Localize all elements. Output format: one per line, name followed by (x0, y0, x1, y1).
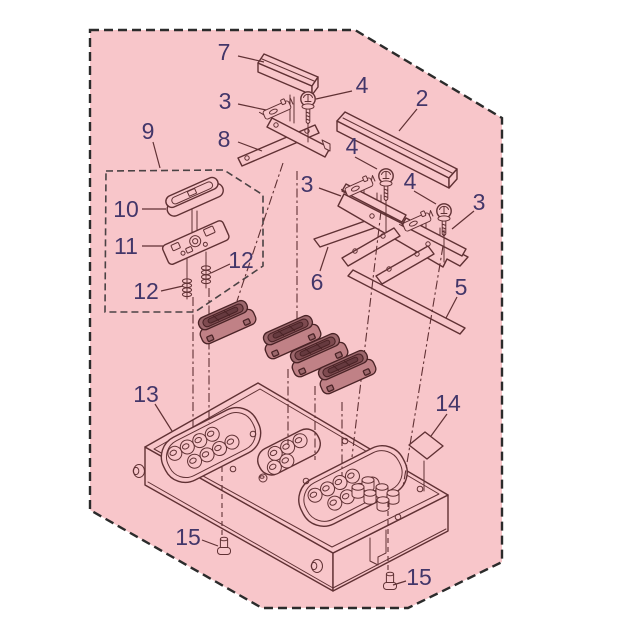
callout-label-5: 5 (455, 274, 468, 300)
callout-label-13: 13 (133, 381, 159, 407)
callout-leader-line (318, 187, 342, 197)
tray-left-knob (132, 464, 145, 478)
callout-leader-line (430, 413, 448, 437)
callout-label-8: 8 (218, 126, 231, 152)
callout-leader-line (152, 141, 161, 169)
callout-leader-line (413, 190, 437, 205)
part-4-screw (436, 203, 452, 263)
callout-leader-line (237, 141, 263, 152)
callout-leader-line (392, 580, 407, 586)
callout-label-4: 4 (346, 133, 359, 159)
group-9-dashed-box (104, 169, 264, 313)
part-4-screw (378, 168, 394, 233)
callout-leader-line (451, 210, 475, 230)
callouts: 7 4 2 3 8 9 4 3 4 3 10 11 12 12 6 5 13 14 15 15 (113, 39, 485, 590)
callout-leader-line (319, 246, 329, 272)
callout-leader-line (398, 108, 418, 132)
part-5-strip (347, 269, 466, 335)
callout-label-12: 12 (133, 278, 159, 304)
callout-leader-line (237, 55, 265, 63)
part-13-base-plate (132, 382, 449, 592)
callout-label-3: 3 (301, 171, 314, 197)
button-well-middle (257, 428, 321, 478)
callout-label-15: 15 (406, 564, 432, 590)
callout-leader-line (354, 156, 378, 170)
callout-label-10: 10 (113, 196, 139, 222)
part-11-holder (161, 220, 230, 265)
tray-front-knob (310, 559, 323, 573)
callout-label-4: 4 (404, 168, 417, 194)
part-10-keytop (165, 176, 224, 217)
part-4-screw (300, 91, 316, 143)
projection-lines (192, 162, 444, 570)
callout-label-15: 15 (175, 524, 201, 550)
callout-label-2: 2 (416, 85, 429, 111)
part-14-sheet (408, 431, 444, 492)
group-9-assembly (161, 176, 230, 300)
callout-leader-line (445, 296, 458, 319)
bracket-base-plate (337, 193, 469, 285)
callout-label-11: 11 (114, 233, 138, 259)
callout-label-7: 7 (218, 39, 231, 65)
callout-label-4: 4 (356, 72, 369, 98)
part-2-bar (336, 111, 458, 189)
callout-label-3: 3 (219, 88, 232, 114)
callout-label-14: 14 (435, 390, 461, 416)
callout-leader-line (315, 90, 353, 100)
callout-leader-line (201, 539, 219, 547)
callout-label-3: 3 (473, 189, 486, 215)
callout-label-12: 12 (228, 247, 254, 273)
part-8-bracket (237, 94, 331, 167)
callout-label-6: 6 (311, 269, 324, 295)
callout-label-9: 9 (142, 118, 155, 144)
callout-leader-line (237, 103, 267, 111)
callout-leader-line (160, 285, 184, 292)
callout-leader-line (210, 263, 231, 274)
callout-leader-line (154, 403, 173, 432)
button-well-left (160, 406, 262, 484)
